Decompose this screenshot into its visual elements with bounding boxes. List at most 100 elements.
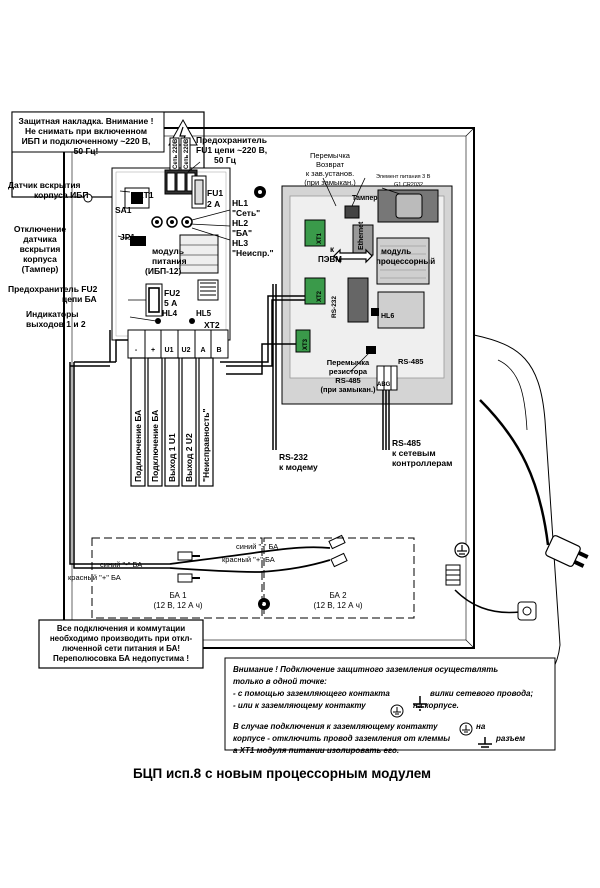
warning-text-4: Переполюсовка БА недопустима ! [53,654,189,663]
ground-note-box [224,657,556,751]
chassis-ground-icon [454,542,470,558]
case-sensor-label: Датчик вскрытия [8,180,81,190]
psu-module-label-2: питания [152,256,187,266]
pointer-lines [117,161,401,373]
output-label-ba1: Подключение БА [133,410,143,482]
output-label-column [181,357,197,487]
hl2-label: HL2 [232,218,248,228]
door-outline [473,334,561,701]
output-label-ba2: Подключение БА [150,410,160,482]
mounting-screw [83,193,93,203]
ground-note-7: В случае подключения к заземляющему конт… [233,722,438,731]
protect-cover-text-4: 50 Гц! [74,146,99,156]
case-ground-icon [390,704,404,718]
battery-wires [169,546,331,573]
led-dot [170,220,174,224]
protect-cover-text-2: Не снимать при включенном [25,126,147,136]
tamper-label: Тампер [352,195,378,202]
battery-elem-label-1: Элемент питания 3 В [376,174,431,180]
fuse-ba-label-2: цепи БА [62,294,97,304]
fu2-label: FU2 [164,288,180,298]
output-label-column [147,357,163,487]
case-sensor-label-2: корпуса ИБП [34,190,88,200]
tamper-switch [344,205,360,219]
rs232-db-connector [347,277,369,323]
disable-sensor-5: (Тампер) [22,264,59,274]
protect-cover-text-3: ИБП и подключенному ~220 В, [22,136,151,146]
xt1-label: XT1 [138,190,154,200]
ba1-spec: (12 В, 12 А ч) [153,601,202,610]
ground-note-2: только в одной точке: [233,677,327,686]
xt2-term-a: A [200,347,205,354]
hl6-label: HL6 [381,313,394,320]
xt1-connector [304,219,326,247]
ground-note-6: на корпусе. [413,701,459,710]
ground-note-9: корпусе - отключить провод заземления от… [233,734,450,743]
battery1-terminals [177,551,200,583]
ba2-label: БА 2 [329,591,347,600]
protect-cover-text-1: Защитная накладка. Внимание ! [19,116,154,126]
warning-text-2: необходимо производить при откл- [50,634,193,643]
xt2-connector [304,277,326,305]
mains-plug [545,535,581,567]
jumper-rs485-3: RS-485 [335,376,360,385]
output-label-column [130,357,146,487]
jumper-rs485-2: резистора [329,367,368,376]
psu-module-label-1: модуль [152,246,184,256]
ground-note-8: на [476,722,486,731]
jumper-return-1: Перемычка [310,151,351,160]
xt2-term-b: B [216,347,221,354]
rs232-modem-label-1: RS-232 [279,452,308,462]
sa1-switch-button [131,192,143,204]
disable-sensor-3: вскрытия [20,244,61,254]
wire-red-plus-label-2: красный "+" БА [222,555,275,564]
sa1-label: SA1 [115,205,132,215]
mains-plug-pin [573,560,585,568]
xt2-term-minus: - [135,347,138,354]
screw-slot [258,190,262,194]
hl4-label: HL4 [162,309,178,318]
abg-label: ABG [377,382,391,388]
output-label-fault: "Неисправность" [201,409,211,483]
fu2-fuse [148,287,160,313]
hl1-label: HL1 [232,198,248,208]
psu-transformer [179,234,219,274]
battery2-terminals [328,534,348,568]
ground-note-1: Внимание ! Подключение защитного заземле… [233,665,498,674]
jumper-rs485-4: (при замыкан.) [320,385,376,394]
disable-sensor-4: корпуса [23,254,57,264]
enclosure-inner [71,135,467,641]
cpu-module-label-2: процессорный [376,257,435,266]
ba1-label: БА 1 [169,591,187,600]
rs485-jumper [366,346,376,354]
wiring [69,284,390,569]
indicators-label-1: Индикаторы [26,309,79,319]
protect-cover-label-box [11,111,165,153]
hl6-led [371,308,379,316]
xt1-conn-label: XT1 [317,232,323,244]
net-terminal-tag [180,137,191,171]
fuse-main-label-3: 50 Гц [214,155,237,165]
mains-plug-pin [577,550,589,559]
hl4-led [155,318,161,324]
jumper-return-3: к зав.установ. [306,169,354,178]
ethernet-arrow [333,248,373,264]
ground-note-10: разъем [495,734,525,743]
door-curve [497,359,528,431]
rs485-ctrl-label-3: контроллерам [392,458,452,468]
xt2-conn-label: XT2 [317,290,323,302]
xt1-terminal [176,172,186,192]
to-pc-label-2: ПЭВМ [318,255,342,264]
disable-sensor-1: Отключение [14,224,66,234]
hl2-desc: "БА" [232,228,252,238]
rs485-small-label: RS-485 [398,357,423,366]
terminal-ground-icon [478,737,492,748]
text-layer: Защитная накладка. Внимание ! Не снимать… [8,116,533,781]
output-label-u1: Выход 1 U1 [167,433,177,482]
xt3-conn-label: XT3 [303,338,309,350]
page-title: БЦП исп.8 с новым процессорным модулем [133,766,431,781]
jp1-label: JP1 [120,232,135,242]
psu-module-label-3: (ИБП-12) [145,266,181,276]
hl5-label: HL5 [196,309,212,318]
ground-wire [454,589,521,614]
